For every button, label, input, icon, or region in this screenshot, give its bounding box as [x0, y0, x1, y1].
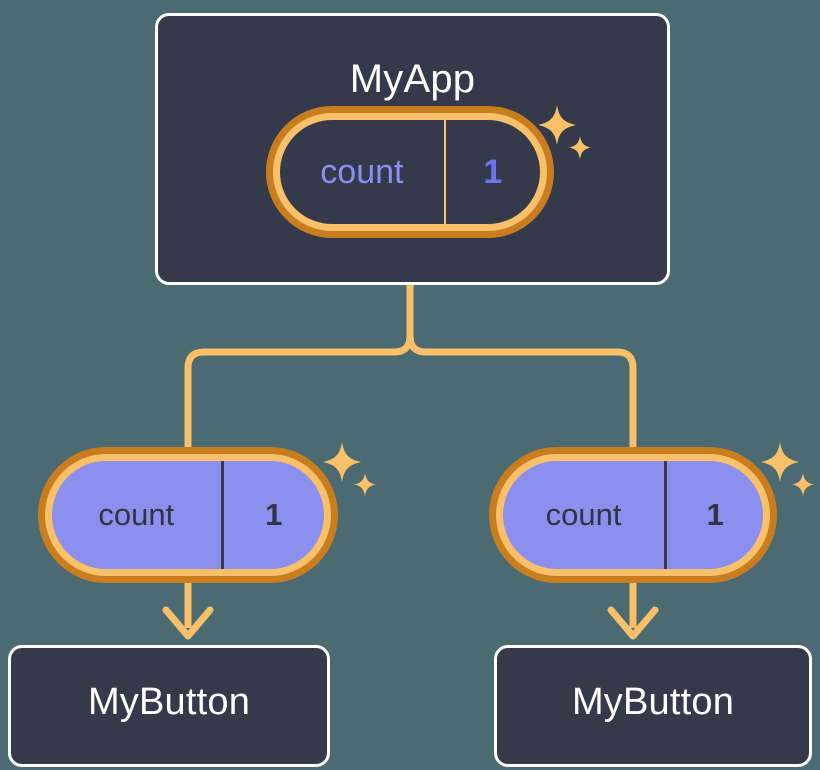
- signal-pill-body: count 1: [52, 461, 324, 569]
- component-title-myapp: MyApp: [349, 57, 476, 101]
- sparkle-four-point-icon: [761, 442, 799, 482]
- signal-value-child-left: 1: [220, 461, 324, 569]
- signal-pill-child-left[interactable]: count 1: [38, 447, 338, 583]
- signal-name-child-left: count: [98, 497, 175, 532]
- component-title-mybutton-right: MyButton: [571, 681, 735, 723]
- signal-value-child-right: 1: [664, 461, 763, 569]
- arrow-down-icon-right: [607, 606, 659, 640]
- signal-pill-body: count 1: [503, 461, 763, 569]
- component-title-mybutton-left: MyButton: [87, 681, 251, 723]
- signal-pill-ring: count 1: [496, 454, 770, 576]
- sparkle-four-point-small-icon: [792, 473, 814, 496]
- signal-pill-ring: count 1: [273, 113, 547, 231]
- component-box-mybutton-left[interactable]: MyButton: [8, 645, 330, 767]
- signal-pill-body: count 1: [280, 120, 540, 224]
- arrow-down-icon-left: [162, 606, 214, 640]
- edge-root-to-right-child: [406, 332, 637, 451]
- sparkle-four-point-icon: [323, 442, 361, 482]
- signal-name-root: count: [320, 152, 404, 191]
- sparkle-four-point-small-icon: [354, 473, 376, 496]
- component-box-mybutton-right[interactable]: MyButton: [494, 645, 812, 767]
- signal-pill-root[interactable]: count 1: [266, 106, 554, 238]
- edge-root-trunk: [184, 281, 414, 451]
- signal-name-child-right: count: [545, 497, 622, 532]
- signal-pill-ring: count 1: [45, 454, 331, 576]
- signal-value-root: 1: [443, 120, 540, 224]
- signal-pill-child-right[interactable]: count 1: [489, 447, 777, 583]
